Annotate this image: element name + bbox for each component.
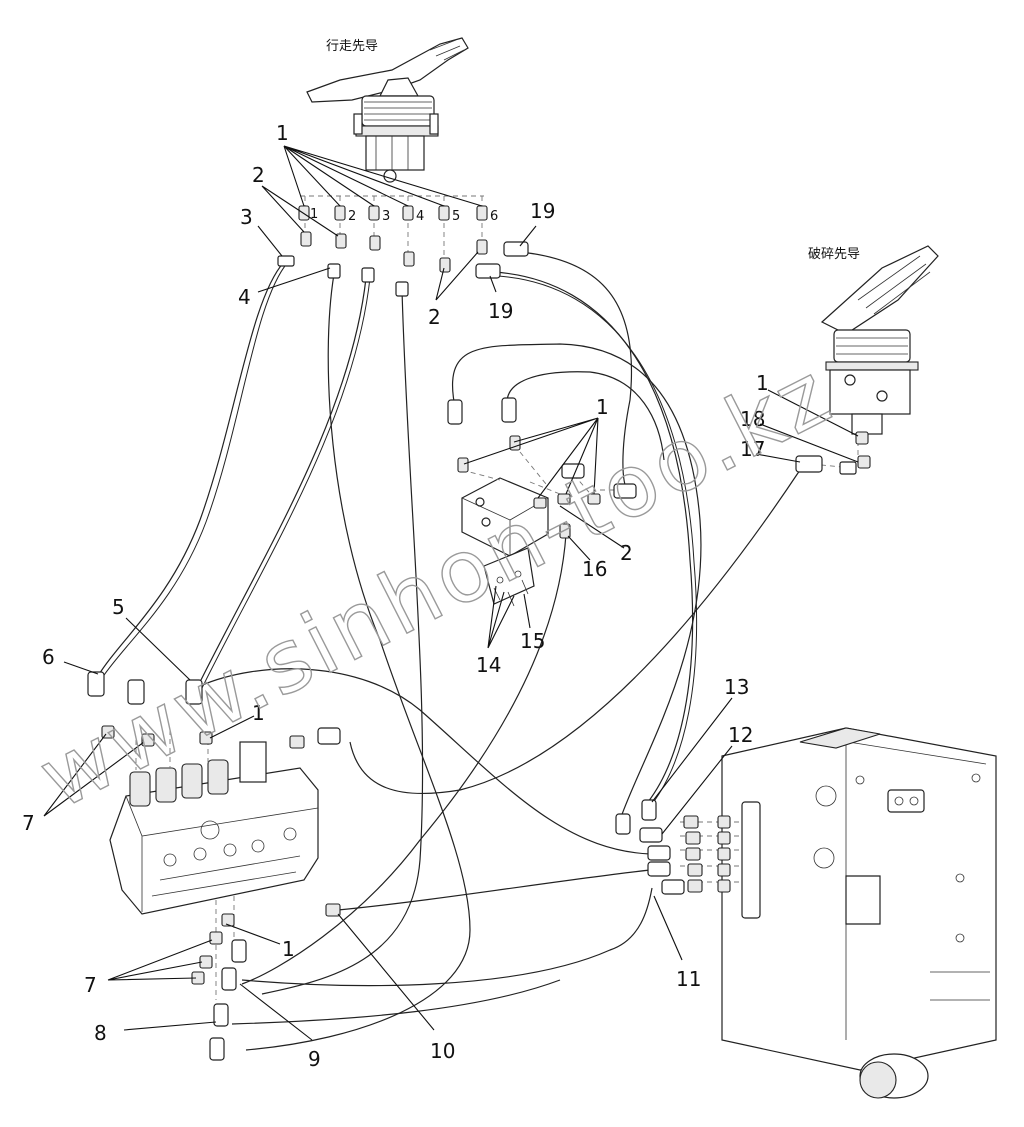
callout-2-travel: 2 — [252, 163, 265, 187]
pilot-valve-block — [461, 477, 549, 607]
port-number-3: 3 — [382, 209, 390, 224]
breaker-pilot-pedal-assembly: 破碎先导 — [808, 245, 939, 435]
callout-numbers: 1 2 3 4 19 19 2 1 18 17 1 16 2 15 14 5 6… — [22, 121, 769, 1071]
callout-1-breaker: 1 — [756, 371, 769, 395]
callout-9: 9 — [308, 1047, 321, 1071]
callout-17: 17 — [740, 437, 765, 461]
callout-14: 14 — [476, 653, 501, 677]
callout-2-valve-block: 2 — [620, 541, 633, 565]
callout-12: 12 — [728, 723, 753, 747]
callout-18: 18 — [740, 407, 765, 431]
callout-1-travel: 1 — [276, 121, 289, 145]
callout-5: 5 — [112, 595, 125, 619]
callout-19-lower: 19 — [488, 299, 513, 323]
callout-11: 11 — [676, 967, 701, 991]
callout-6: 6 — [42, 645, 55, 669]
port-number-6: 6 — [490, 209, 498, 224]
callout-4: 4 — [238, 285, 251, 309]
port-number-4: 4 — [416, 209, 424, 224]
travel-pilot-label: 行走先导 — [326, 39, 378, 54]
callout-7-left: 7 — [22, 811, 35, 835]
pilot-hoses — [97, 251, 801, 1051]
hydraulic-tank — [721, 727, 997, 1099]
callout-13: 13 — [724, 675, 749, 699]
port-number-2: 2 — [348, 209, 356, 224]
pilot-fittings — [87, 205, 871, 1061]
callout-2-middle: 2 — [428, 305, 441, 329]
callout-7-bottom: 7 — [84, 973, 97, 997]
port-dashed-lines — [135, 195, 859, 1000]
callout-19-upper: 19 — [530, 199, 555, 223]
callout-8: 8 — [94, 1021, 107, 1045]
port-number-labels: 1 2 3 4 5 6 — [310, 207, 498, 224]
main-control-valve — [109, 741, 319, 915]
callout-leaders — [43, 145, 859, 1041]
callout-10: 10 — [430, 1039, 455, 1063]
callout-16: 16 — [582, 557, 607, 581]
callout-15: 15 — [520, 629, 545, 653]
port-number-5: 5 — [452, 209, 460, 224]
callout-1-bottom: 1 — [282, 937, 295, 961]
callout-1-valve-block: 1 — [596, 395, 609, 419]
port-number-1: 1 — [310, 207, 318, 222]
travel-pilot-pedal-assembly: 行走先导 — [306, 37, 469, 183]
breaker-pilot-label: 破碎先导 — [808, 247, 860, 262]
callout-3: 3 — [240, 205, 253, 229]
callout-1-left: 1 — [252, 701, 265, 725]
